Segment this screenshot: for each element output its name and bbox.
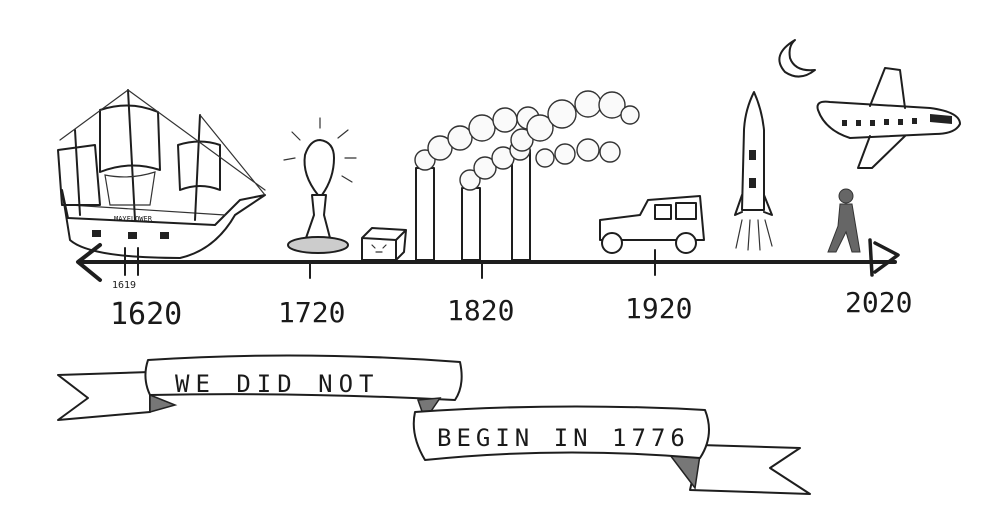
vintage-car-drawing <box>599 195 705 254</box>
year-label-1619: 1619 <box>112 280 136 291</box>
year-label-1620: 1620 <box>110 297 182 332</box>
factory-smokestacks-drawing <box>414 90 640 261</box>
moon-icon <box>778 39 816 78</box>
box-drawing <box>361 227 407 261</box>
year-label-1720: 1720 <box>278 296 345 329</box>
rocket-drawing <box>734 91 773 251</box>
walking-person-drawing <box>827 188 861 253</box>
ship-name-label: MAYFLOWER <box>114 215 153 223</box>
timeline-year-labels: 1620 1720 1820 1920 2020 1619 <box>110 280 912 332</box>
timeline-axis <box>76 238 900 282</box>
year-label-2020: 2020 <box>845 286 912 319</box>
banner-top: WE DID NOT <box>57 354 463 421</box>
airplane-drawing <box>816 67 961 169</box>
year-label-1820: 1820 <box>447 294 514 327</box>
banner-bottom: BEGIN IN 1776 <box>412 397 811 495</box>
banner-text-line2: BEGIN IN 1776 <box>437 424 690 452</box>
banner-text-line1: WE DID NOT <box>175 370 380 398</box>
year-label-1920: 1920 <box>625 292 692 325</box>
mayflower-ship-drawing: MAYFLOWER <box>57 89 266 259</box>
lightbulb-drawing <box>283 117 357 254</box>
right-arrow-icon <box>868 238 900 277</box>
